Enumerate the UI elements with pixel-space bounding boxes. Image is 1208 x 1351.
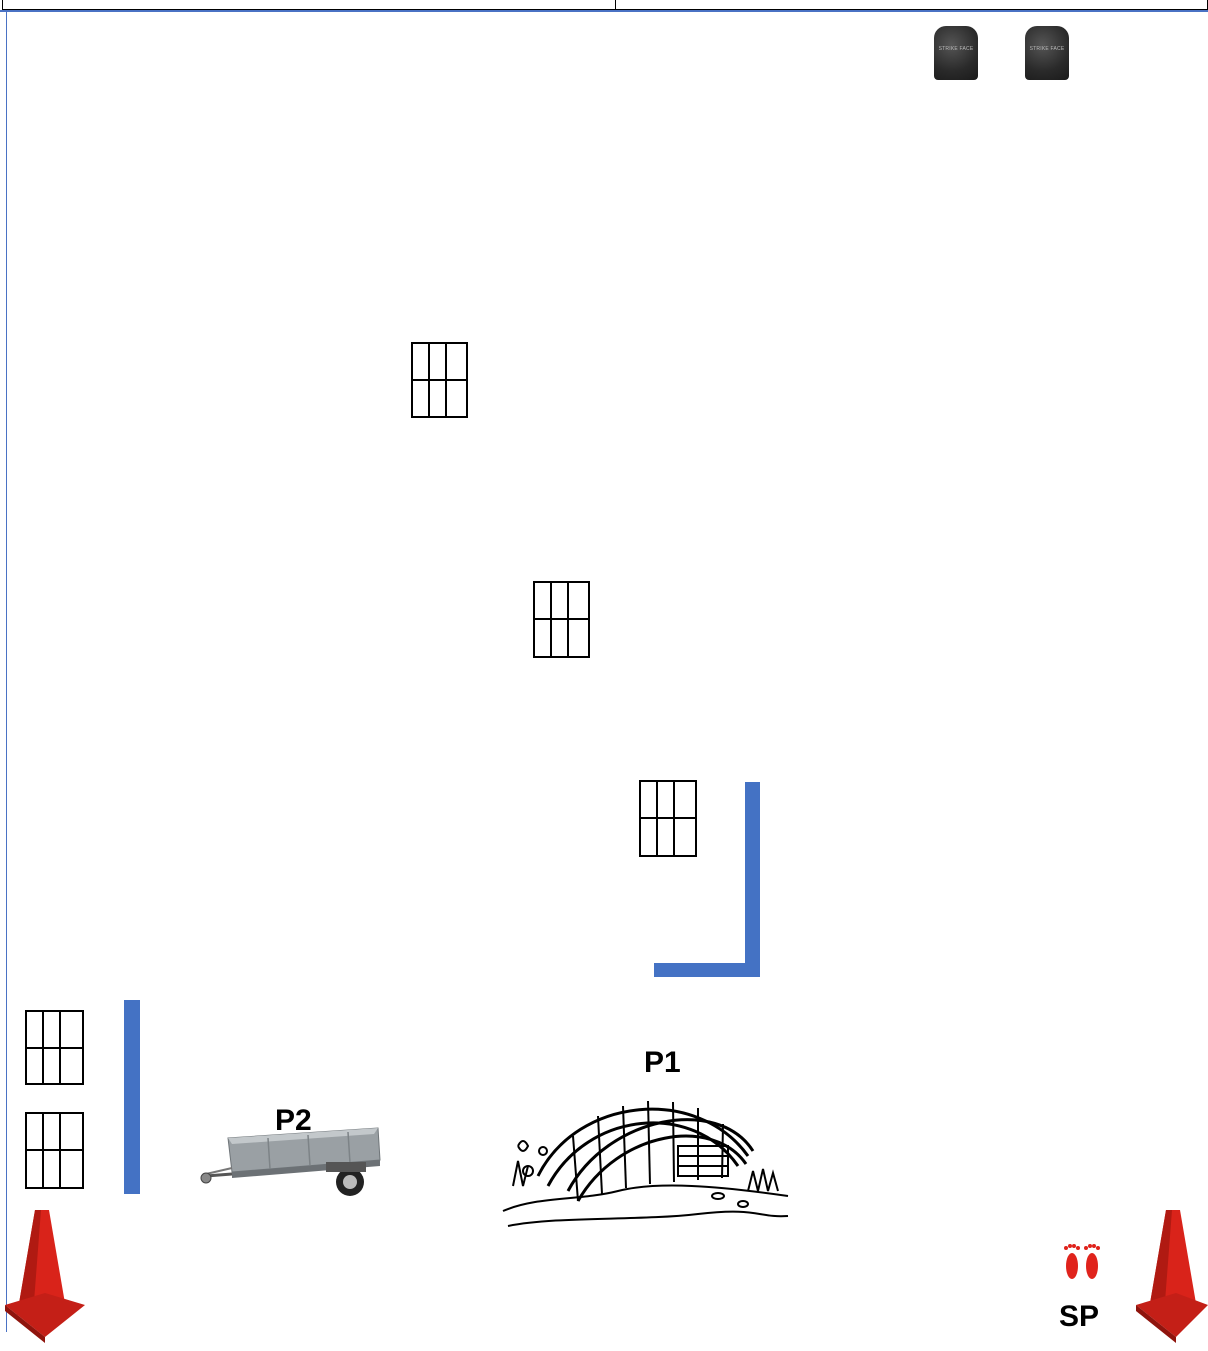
plate-label: STRIKE FACE <box>934 46 978 52</box>
footprints-icon <box>1061 1242 1103 1284</box>
start-point-label: SP <box>1059 1300 1099 1334</box>
p2-label: P2 <box>275 1104 312 1138</box>
window-grid-icon <box>533 581 590 658</box>
left-border <box>6 12 7 1332</box>
wall-vertical <box>745 782 760 977</box>
header-divider <box>615 0 616 10</box>
armor-plate-icon: STRIKE FACE <box>934 26 978 80</box>
traffic-cone-icon <box>1130 1205 1208 1345</box>
top-border <box>0 10 1208 12</box>
window-grid-icon <box>639 780 697 857</box>
plate-label: STRIKE FACE <box>1025 46 1069 52</box>
header-strip <box>2 0 1208 10</box>
wall-horizontal <box>654 963 760 977</box>
armor-plate-icon: STRIKE FACE <box>1025 26 1069 80</box>
window-grid-icon <box>25 1010 84 1085</box>
window-grid-icon <box>411 342 468 418</box>
bridge-icon <box>498 1076 790 1232</box>
p1-label: P1 <box>644 1046 681 1080</box>
window-grid-icon <box>25 1112 84 1189</box>
wall-vertical-left <box>124 1000 140 1194</box>
traffic-cone-icon <box>5 1205 87 1345</box>
